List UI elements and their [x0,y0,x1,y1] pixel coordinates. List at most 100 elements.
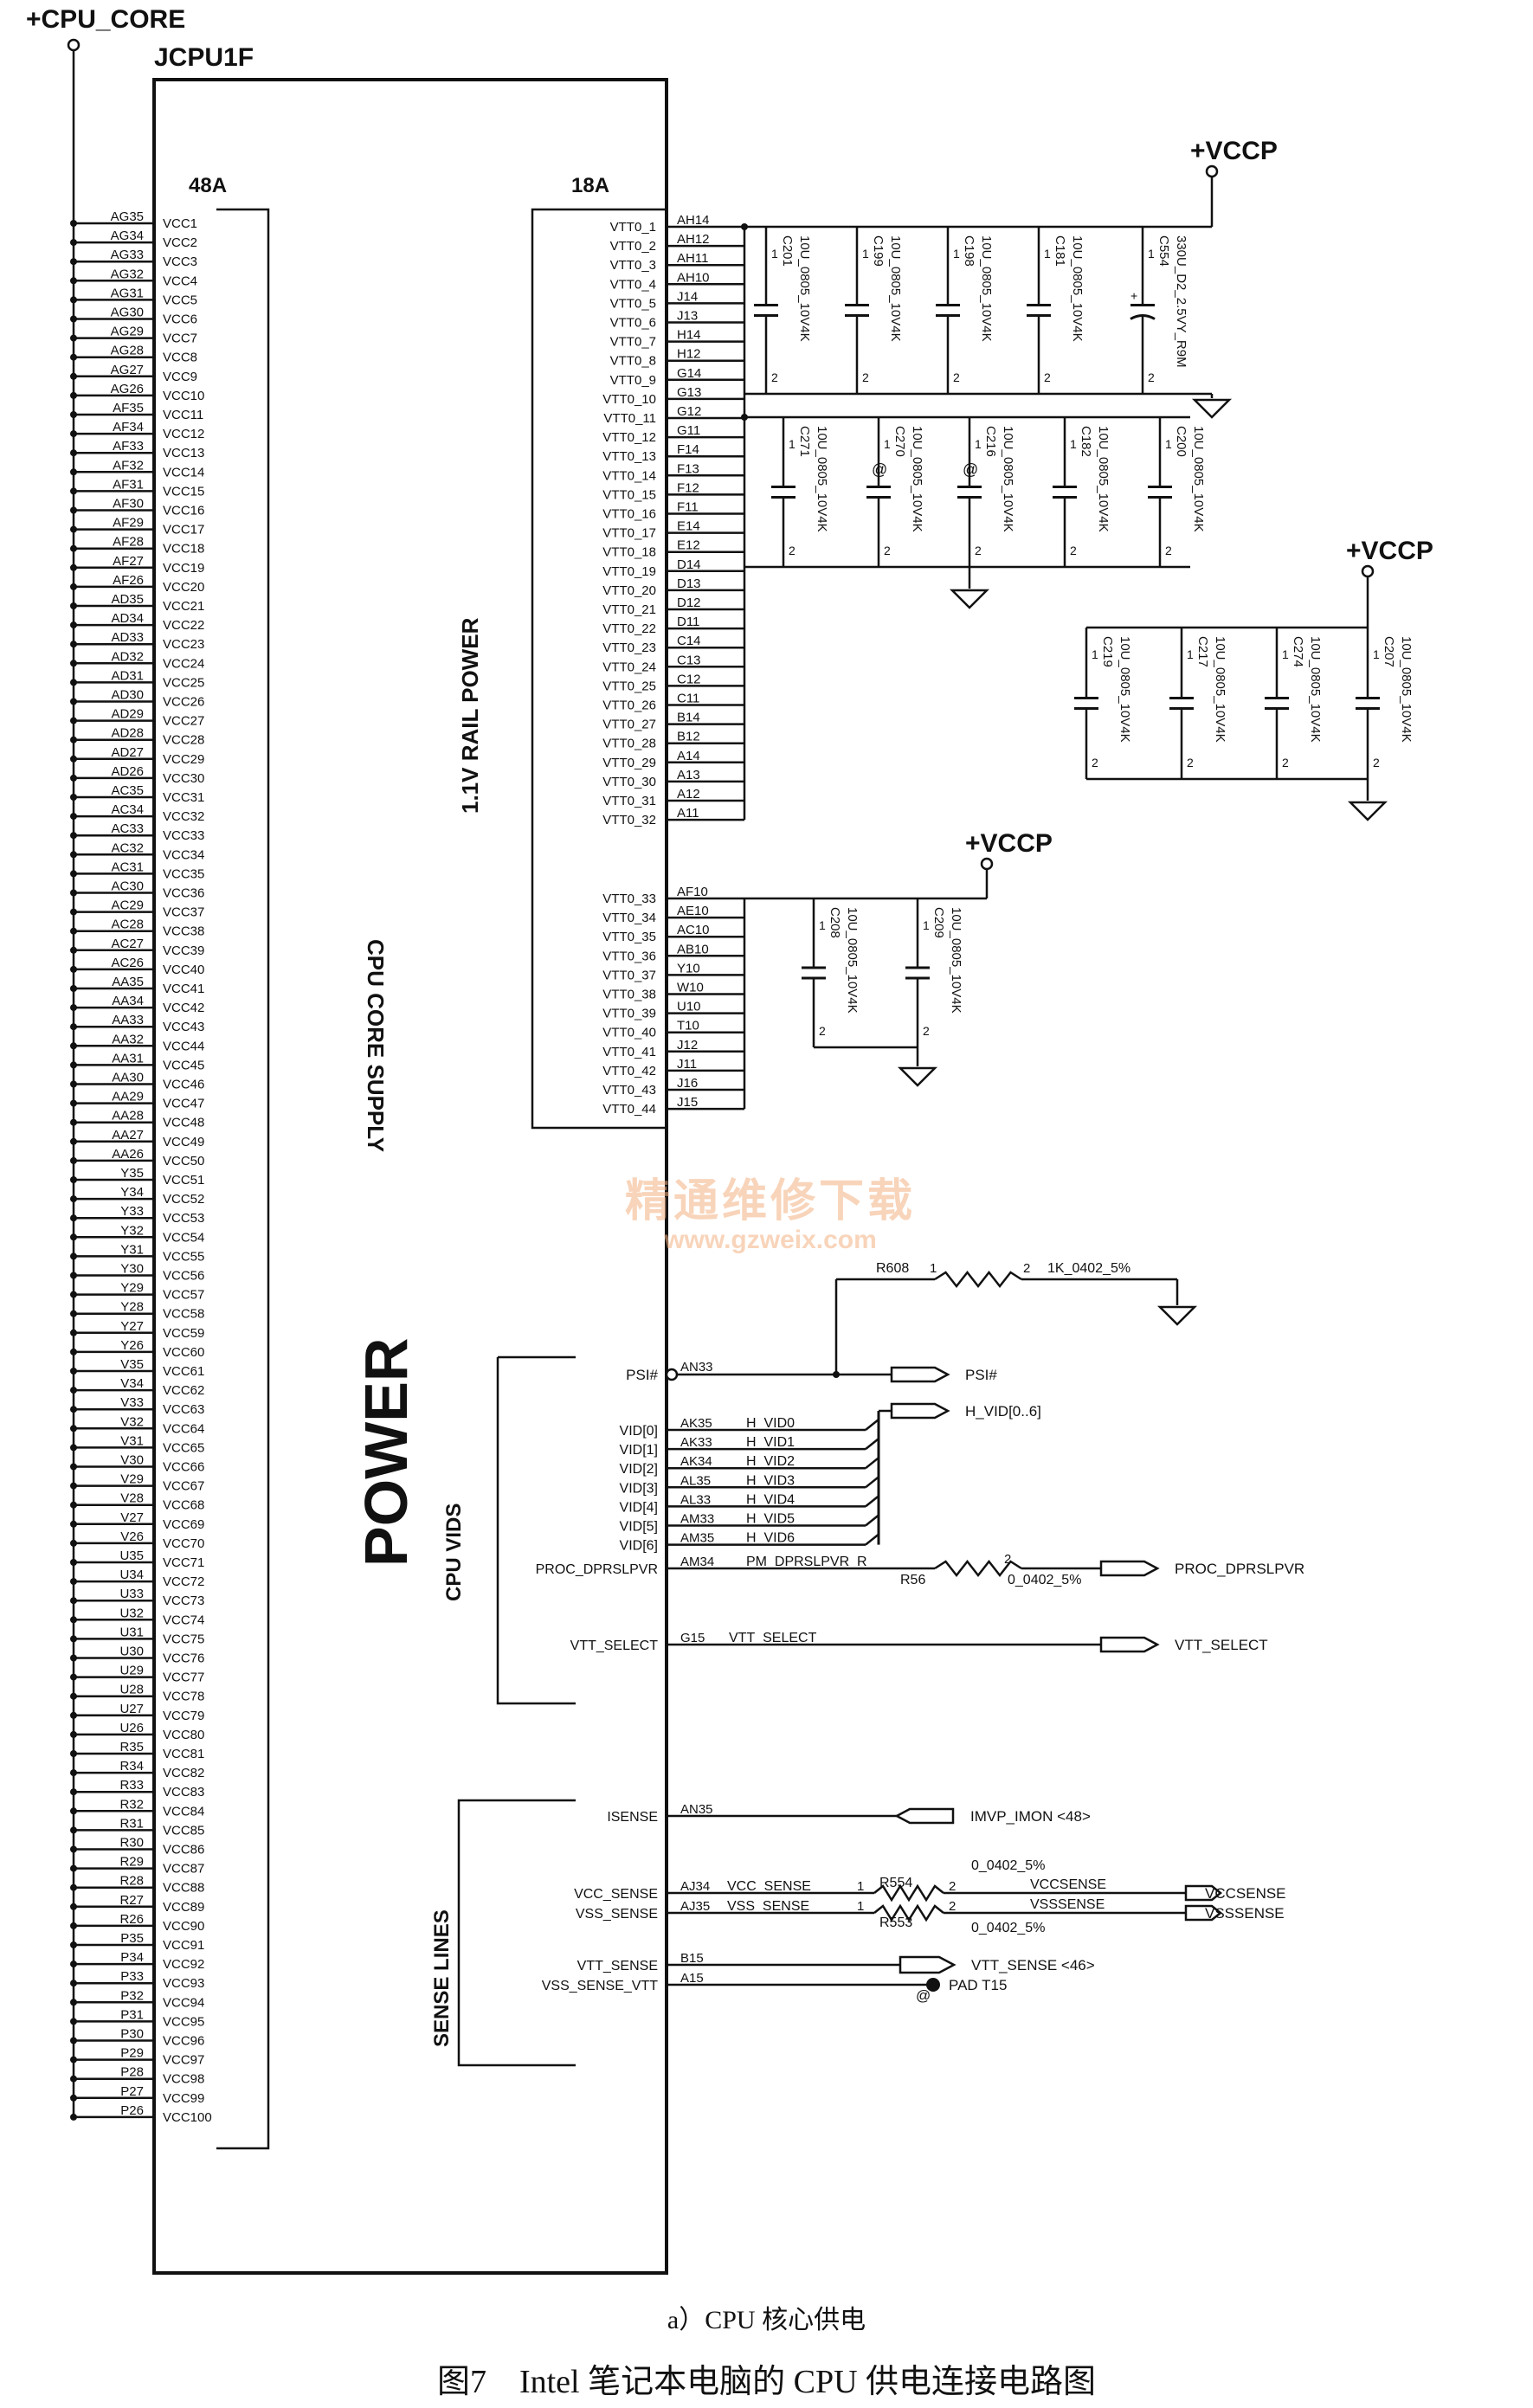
vcc-pin-name: VCC25 [163,675,204,690]
vcc-pin-number: AD27 [111,745,144,760]
vcc-rail-junction [70,1807,77,1815]
vtt-pin-number: E14 [677,519,700,534]
vcc-pin-number: P27 [120,2084,144,2099]
vcc-rail-junction [70,1425,77,1433]
vid-bus-entry [865,1438,879,1451]
vcc-pin-number: AC31 [111,860,144,874]
vcc-pin-name: VCC56 [163,1269,204,1284]
isense-pin-name: ISENSE [607,1810,658,1825]
vcc-pin-number: AF28 [113,535,144,550]
vcc-pin-number: AC27 [111,937,144,951]
vcc-pin-name: VCC5 [163,293,197,307]
vcc-pin-number: P31 [120,2007,144,2022]
vcc-pin-number: U34 [119,1568,144,1582]
vccp-terminal [980,857,994,871]
vtt-pin-name: VTT0_36 [602,949,656,963]
vcc-rail-junction [70,258,77,266]
vcc-pin-name: VCC57 [163,1288,204,1303]
vcc-rail-junction [70,506,77,514]
vcc-pin-number: Y27 [120,1319,144,1334]
vcc-pin-number: AF31 [113,477,144,492]
vcc-rail-junction [70,698,77,705]
cap-value: 10U_0805_10V4K [1096,426,1111,532]
vcc-pin-name: VCC88 [163,1881,204,1896]
vcc-pin-number: U35 [119,1548,144,1563]
vcc-pin-number: V33 [120,1395,144,1410]
vcc-pin-name: VCC69 [163,1517,204,1532]
sense-res-ref: R554 [879,1876,912,1890]
vtt-select-pin-name: VTT_SELECT [570,1639,659,1653]
dprslpvr-res-value: 0_0402_5% [1008,1573,1081,1587]
cap-value: 10U_0805_10V4K [1118,636,1132,743]
vcc-pin-name: VCC13 [163,446,204,460]
vtt-pin-number: AE10 [677,904,709,918]
vtt-pin-name: VTT0_18 [602,545,656,560]
vcc-rail-junction [70,487,77,495]
vtt-pin-name: VTT0_11 [603,411,656,426]
vcc-rail-junction [70,1099,77,1107]
vid-pin-name: VID[0] [620,1424,658,1439]
vcc-pin-name: VCC91 [163,1938,204,1953]
vcc-pin-number: V29 [120,1472,144,1487]
vcc-rail-junction [70,1980,77,1987]
fit-mark: @ [916,1987,931,2004]
vtt-pin-number: D13 [677,576,701,591]
vcc-pin-number: AC33 [111,821,144,836]
vcc-rail-junction [70,774,77,782]
vtt-pin-number: H14 [677,328,701,343]
vtt-pin-name: VTT0_2 [610,239,656,254]
vtt-pin-number: C11 [677,692,699,706]
cap-ref: C554 [1156,235,1171,267]
vid-bus-entry [865,1533,879,1546]
vcc-pin-number: V31 [120,1433,144,1448]
cap-pin-number: 2 [1187,756,1194,769]
vid-pin-number: AK34 [680,1454,712,1469]
vcc-pin-number: AG34 [111,229,144,243]
vcc-rail-junction [70,296,77,304]
vcc-pin-name: VCC20 [163,580,204,595]
vtt-current-rating: 18A [571,174,609,197]
cap-ref: C198 [962,235,976,267]
vcc-rail-junction [70,1961,77,1968]
vcc-pin-name: VCC94 [163,1995,204,2010]
vcc-pin-number: Y34 [120,1185,144,1200]
cap-ref: C199 [871,235,886,267]
vtt-pin-name: VTT0_24 [602,660,656,674]
dprslpvr-res-pin: 2 [1004,1552,1011,1567]
vtt-pin-name: VTT0_35 [602,930,656,944]
vcc-pin-name: VCC31 [163,790,204,805]
vtt-pin-name: VTT0_16 [602,507,656,522]
fit-mark: @ [872,461,887,479]
vcc-pin-number: U28 [119,1683,144,1697]
vcc-rail-junction [70,334,77,342]
cap-pin-number: 2 [819,1024,826,1038]
vcc-rail-junction [70,353,77,361]
vtt-pin-name: VTT0_13 [602,449,656,464]
vcc-pin-name: VCC61 [163,1364,204,1379]
cap-pin-number: 1 [1148,247,1155,261]
vcc-pin-name: VCC85 [163,1823,204,1838]
vid-net-label: H_VID1 [746,1435,795,1450]
vcc-pin-number: P33 [120,1969,144,1984]
vcc-pin-number: AA33 [112,1013,144,1027]
sense-pin-name: VSS_SENSE [576,1907,658,1922]
cap-pin-number: 1 [771,247,778,261]
sense-res-ref: R553 [879,1915,912,1930]
ground-symbol [897,1066,938,1087]
vid-pin-number: AM33 [680,1512,714,1527]
vcc-rail-junction [70,965,77,973]
psi-port [890,1366,950,1383]
vcc-pin-name: VCC32 [163,809,204,824]
vtt-pin-name: VTT0_27 [602,718,656,732]
vcc-pin-number: U32 [119,1606,144,1620]
vcc-pin-number: AG35 [111,209,144,224]
vid-bus-entry [865,1476,879,1489]
vtt-pin-name: VTT0_21 [602,602,656,617]
vid-pin-number: AK33 [680,1435,712,1450]
vcc-rail-junction [70,1597,77,1605]
vcc-rail-junction [70,1118,77,1126]
vcc-pin-name: VCC66 [163,1460,204,1475]
cap-ref: C271 [797,426,812,457]
vcc-pin-number: AG26 [111,382,144,396]
vcc-rail-junction [70,1999,77,2006]
